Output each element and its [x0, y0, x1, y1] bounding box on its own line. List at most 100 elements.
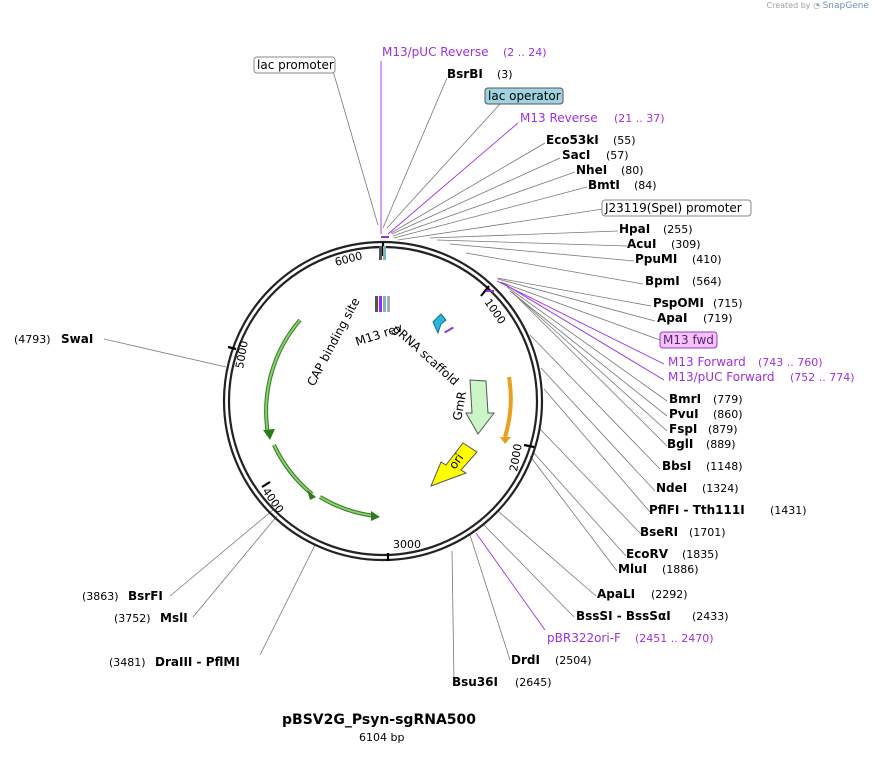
- m13-reverse-mark: [381, 236, 389, 238]
- pos-eco53ki: (55): [613, 134, 636, 147]
- lac-promoter-box: [253, 56, 336, 74]
- ori-arrow-icon: [430, 442, 478, 487]
- label-bsrfi: BsrFI: [128, 589, 163, 603]
- plasmid-title: pBSV2G_Psyn-sgRNA500: [282, 712, 477, 728]
- inner-label-grna-scaffold: gRNA scaffold: [390, 322, 462, 388]
- leader-lines: [103, 70, 668, 683]
- lac-operator-mark: [383, 246, 386, 260]
- pos-m13-forward: (743 .. 760): [758, 356, 823, 369]
- label-ecorv: EcoRV: [626, 547, 669, 561]
- green-head-2-icon: [307, 490, 316, 500]
- label-ppumi: PpuMI: [635, 252, 677, 266]
- label-bsrbi: BsrBI: [447, 67, 483, 81]
- label-bgli: BglI: [667, 437, 693, 451]
- pos-m13-puc-reverse: (2 .. 24): [503, 46, 547, 59]
- pos-bmri: (779): [713, 393, 743, 406]
- credit-brand: SnapGene: [822, 1, 869, 11]
- pos-bsu36i: (2645): [515, 676, 552, 689]
- pos-draiii-pflmi: (3481): [109, 656, 146, 669]
- inner-label-cap-binding-site: CAP binding site: [304, 295, 362, 388]
- backbone-outer: [222, 240, 544, 562]
- tick-label-1000: 1000: [482, 296, 509, 326]
- pos-bsrfi: (3863): [82, 590, 119, 603]
- gmr-arrow-icon: [465, 379, 496, 435]
- label-fspi: FspI: [669, 422, 697, 436]
- label-pvui: PvuI: [669, 407, 699, 421]
- orange-feature-head-icon: [500, 437, 511, 444]
- pos-acui: (309): [671, 238, 701, 251]
- tick-label-6000: 6000: [333, 249, 363, 269]
- sgrna-arrow-icon: [432, 313, 447, 335]
- label-apai: ApaI: [657, 311, 687, 325]
- pos-bpmi: (564): [692, 275, 722, 288]
- m13-fwd-box: [659, 331, 718, 349]
- pos-pflfi-tth111i: (1431): [770, 504, 807, 517]
- pos-bbsi: (1148): [706, 460, 743, 473]
- orange-feature-arc: [503, 376, 513, 438]
- label-bseri: BseRI: [640, 525, 678, 539]
- label-msli: MslI: [160, 611, 188, 625]
- pos-pvui: (860): [713, 408, 743, 421]
- m13-rev-mark: [379, 296, 382, 312]
- pos-drdi: (2504): [555, 654, 592, 667]
- pos-bseri: (1701): [689, 526, 726, 539]
- pos-ecorv: (1835): [682, 548, 719, 561]
- label-bmri: BmrI: [669, 392, 701, 406]
- j23119-box: [601, 199, 752, 217]
- pos-swai: (4793): [14, 333, 51, 346]
- green-head-3-icon: [371, 511, 380, 521]
- lac-promoter-mark: [379, 246, 382, 260]
- site-labels-left: (4793) SwaI (3863) BsrFI (3752) MslI (34…: [14, 332, 240, 669]
- label-pbr322ori-f: pBR322ori-F: [547, 631, 621, 645]
- snapgene-logo-icon: ◔: [813, 1, 821, 10]
- label-eco53ki: Eco53kI: [546, 133, 599, 147]
- label-m13-reverse: M13 Reverse: [520, 111, 598, 125]
- label-nhei: NheI: [576, 163, 607, 177]
- cap-site-mark: [375, 296, 378, 312]
- pos-saci: (57): [606, 149, 629, 162]
- label-ndei: NdeI: [656, 481, 687, 495]
- pos-apali: (2292): [651, 588, 688, 601]
- lac-operator-box: [484, 87, 564, 105]
- label-m13-puc-reverse: M13/pUC Reverse: [382, 45, 489, 59]
- green-arrowheads: [263, 429, 380, 521]
- label-m13-fwd: M13 fwd: [663, 333, 714, 347]
- label-bsu36i: Bsu36I: [452, 675, 498, 689]
- tick-label-2000: 2000: [507, 443, 525, 473]
- primer-labels: M13/pUC Reverse (2 .. 24) M13 Reverse (2…: [382, 45, 855, 645]
- label-lac-operator: lac operator: [488, 89, 561, 103]
- label-hpai: HpaI: [619, 222, 650, 236]
- mark-grey: [387, 296, 390, 312]
- pos-bgli: (889): [706, 438, 736, 451]
- label-drdi: DrdI: [511, 653, 540, 667]
- label-pflfi-tth111i: PflFI - Tth111I: [649, 503, 745, 517]
- site-labels-right: BsrBI (3) Eco53kI (55) SacI (57) NheI (8…: [447, 67, 807, 689]
- pos-hpai: (255): [663, 223, 693, 236]
- pos-m13-reverse: (21 .. 37): [614, 112, 665, 125]
- label-acui: AcuI: [627, 237, 656, 251]
- label-pspomi: PspOMI: [653, 296, 704, 310]
- pos-bsrbi: (3): [497, 68, 513, 81]
- inner-label-gmr: GmR: [450, 390, 469, 421]
- scaffold-mark: [383, 296, 386, 312]
- pos-mlui: (1886): [662, 563, 699, 576]
- snapgene-credit: Created by ◔ SnapGene: [767, 1, 870, 11]
- primer-leader-lines: [380, 61, 665, 631]
- tick-label-3000: 3000: [393, 538, 421, 551]
- label-m13-forward: M13 Forward: [668, 355, 746, 369]
- label-m13-puc-forward: M13/pUC Forward: [668, 370, 775, 384]
- pos-fspi: (879): [708, 423, 738, 436]
- pos-m13-puc-forward: (752 .. 774): [790, 371, 855, 384]
- label-bmti: BmtI: [588, 178, 620, 192]
- label-draiii-pflmi: DraIII - PflMI: [155, 655, 240, 669]
- credit-text: Created by: [766, 1, 811, 10]
- pos-apai: (719): [703, 312, 733, 325]
- pos-ndei: (1324): [702, 482, 739, 495]
- pbr322-mark: [444, 326, 454, 334]
- pos-pspomi: (715): [713, 297, 743, 310]
- tick-label-5000: 5000: [233, 340, 251, 370]
- label-bsssi-bsssai: BssSI - BssSαI: [576, 609, 671, 623]
- pos-nhei: (80): [621, 164, 644, 177]
- label-bpmi: BpmI: [645, 274, 680, 288]
